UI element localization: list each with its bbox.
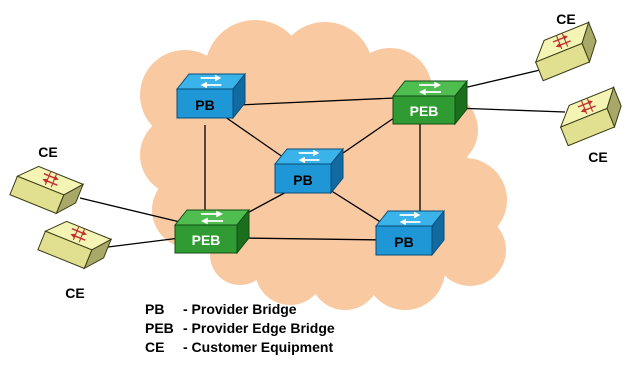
customer-equipment-top-right-lower[interactable]	[554, 85, 627, 147]
device-label: PB	[195, 97, 214, 113]
provider-edge-bridge-top-right[interactable]: PEB	[391, 79, 469, 126]
ce-label-top-right-upper: CE	[556, 11, 575, 27]
provider-edge-bridge-bottom-left[interactable]: PEB	[173, 208, 251, 255]
device-label: PEB	[410, 103, 439, 119]
legend-abbr: PEB	[145, 320, 174, 336]
legend-abbr: PB	[145, 301, 165, 317]
link-peb-bottom-left-pb-bottom	[239, 237, 386, 241]
device-label: PB	[293, 172, 312, 188]
legend-abbr: CE	[145, 339, 165, 355]
provider-bridge-top[interactable]: PB	[175, 72, 247, 120]
link-ce-left-lower-peb-bottom-left	[99, 237, 181, 249]
link-pb-top-pb-center	[217, 111, 291, 163]
device-label: PEB	[192, 232, 221, 248]
customer-equipment-left-upper[interactable]	[9, 160, 85, 218]
customer-equipment-left-lower[interactable]	[37, 215, 113, 273]
ce-label-top-right-lower: CE	[588, 149, 607, 165]
link-ce-left-upper-peb-bottom-left	[79, 197, 181, 223]
ce-label-left-lower: CE	[65, 285, 84, 301]
link-peb-top-right-ce-lower	[454, 107, 566, 113]
device-label: PB	[394, 234, 413, 250]
legend-description: - Provider Bridge	[183, 301, 297, 317]
ce-label-left-upper: CE	[38, 144, 57, 160]
provider-bridge-bottom[interactable]: PB	[374, 209, 446, 257]
customer-equipment-top-right-upper[interactable]	[529, 20, 602, 82]
link-peb-top-right-ce-upper	[454, 69, 541, 91]
legend-description: - Provider Edge Bridge	[183, 320, 335, 336]
legend-description: - Customer Equipment	[183, 339, 334, 355]
link-pb-top-peb-top-right	[237, 97, 396, 106]
provider-bridge-center[interactable]: PB	[273, 147, 345, 195]
